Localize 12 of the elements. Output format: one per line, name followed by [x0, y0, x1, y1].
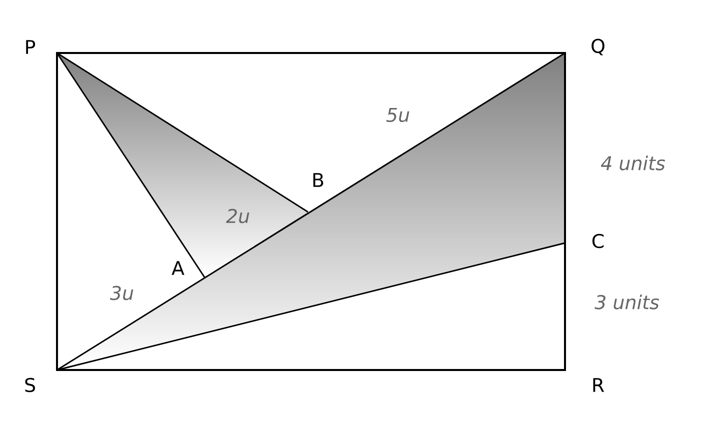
point-label: A [172, 261, 184, 275]
point-label: R [593, 378, 604, 392]
point-label: C [592, 234, 604, 248]
point-label: Q [592, 38, 604, 56]
measure-label: 4 units [600, 156, 666, 170]
point-label: S [25, 378, 35, 392]
measure-label: 2u [226, 208, 250, 224]
measure-label: 3 units [594, 294, 660, 310]
point-label: B [313, 173, 324, 187]
measure-label: 3u [110, 286, 134, 300]
point-label: P [26, 40, 36, 54]
measure-label: 5u [386, 108, 410, 122]
